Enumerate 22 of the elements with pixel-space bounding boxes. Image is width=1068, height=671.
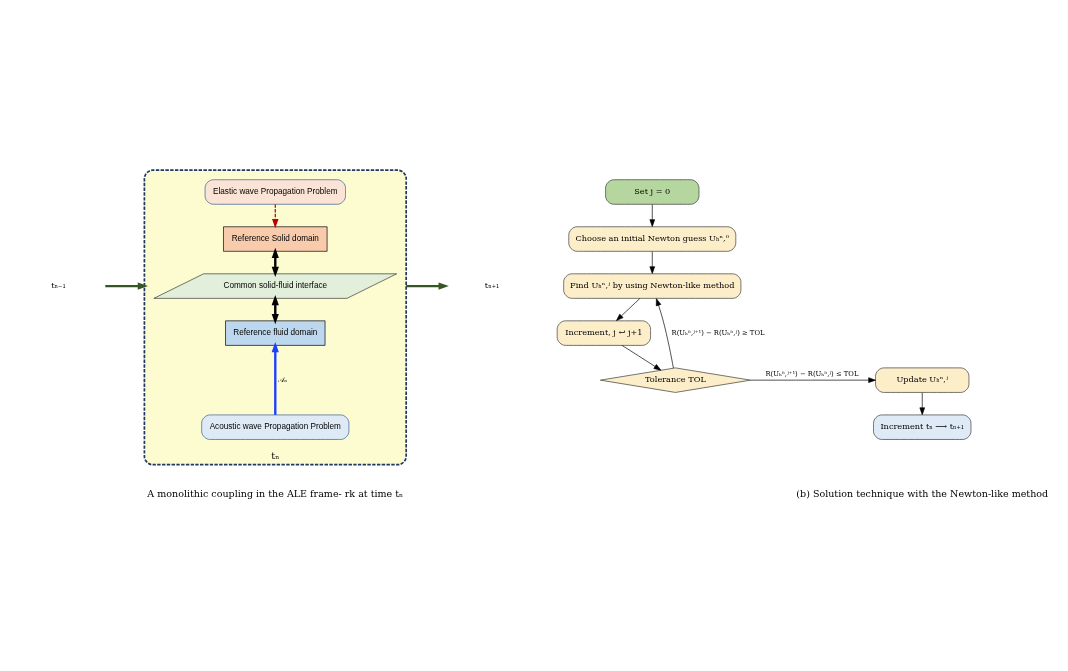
node-diamond: Tolerance TOL (600, 367, 751, 393)
arrow (649, 204, 655, 227)
node-text: tₙ₊₁ (484, 280, 500, 291)
arrow (750, 377, 876, 383)
label: A monolithic coupling in the ALE frame- rk at time tₙ (147, 487, 404, 499)
arrow (105, 282, 148, 290)
node-box: Update Uₕⁿ,ʲ (875, 367, 970, 393)
node-text: tₙ₋₁ (51, 280, 66, 291)
arrow (919, 392, 925, 415)
node-box: Find Uₕⁿ,ʲ by using Newton-like method (563, 273, 742, 299)
node-box: Increment, j ↩ j+1 (556, 320, 651, 346)
arrow (272, 203, 279, 229)
arrow (621, 345, 662, 371)
arrow (271, 341, 279, 415)
arrow (649, 251, 655, 274)
node-box: Increment tₙ ⟶ tₙ₊₁ (873, 414, 972, 440)
arrow (655, 298, 674, 369)
arrow (406, 282, 449, 290)
label: (b) Solution technique with the Newton-like method (796, 487, 1049, 499)
node-box: Set j = 0 (605, 179, 700, 205)
node-box: Choose an initial Newton guess Uₕⁿ,⁰ (568, 226, 737, 252)
arrow (616, 298, 641, 321)
